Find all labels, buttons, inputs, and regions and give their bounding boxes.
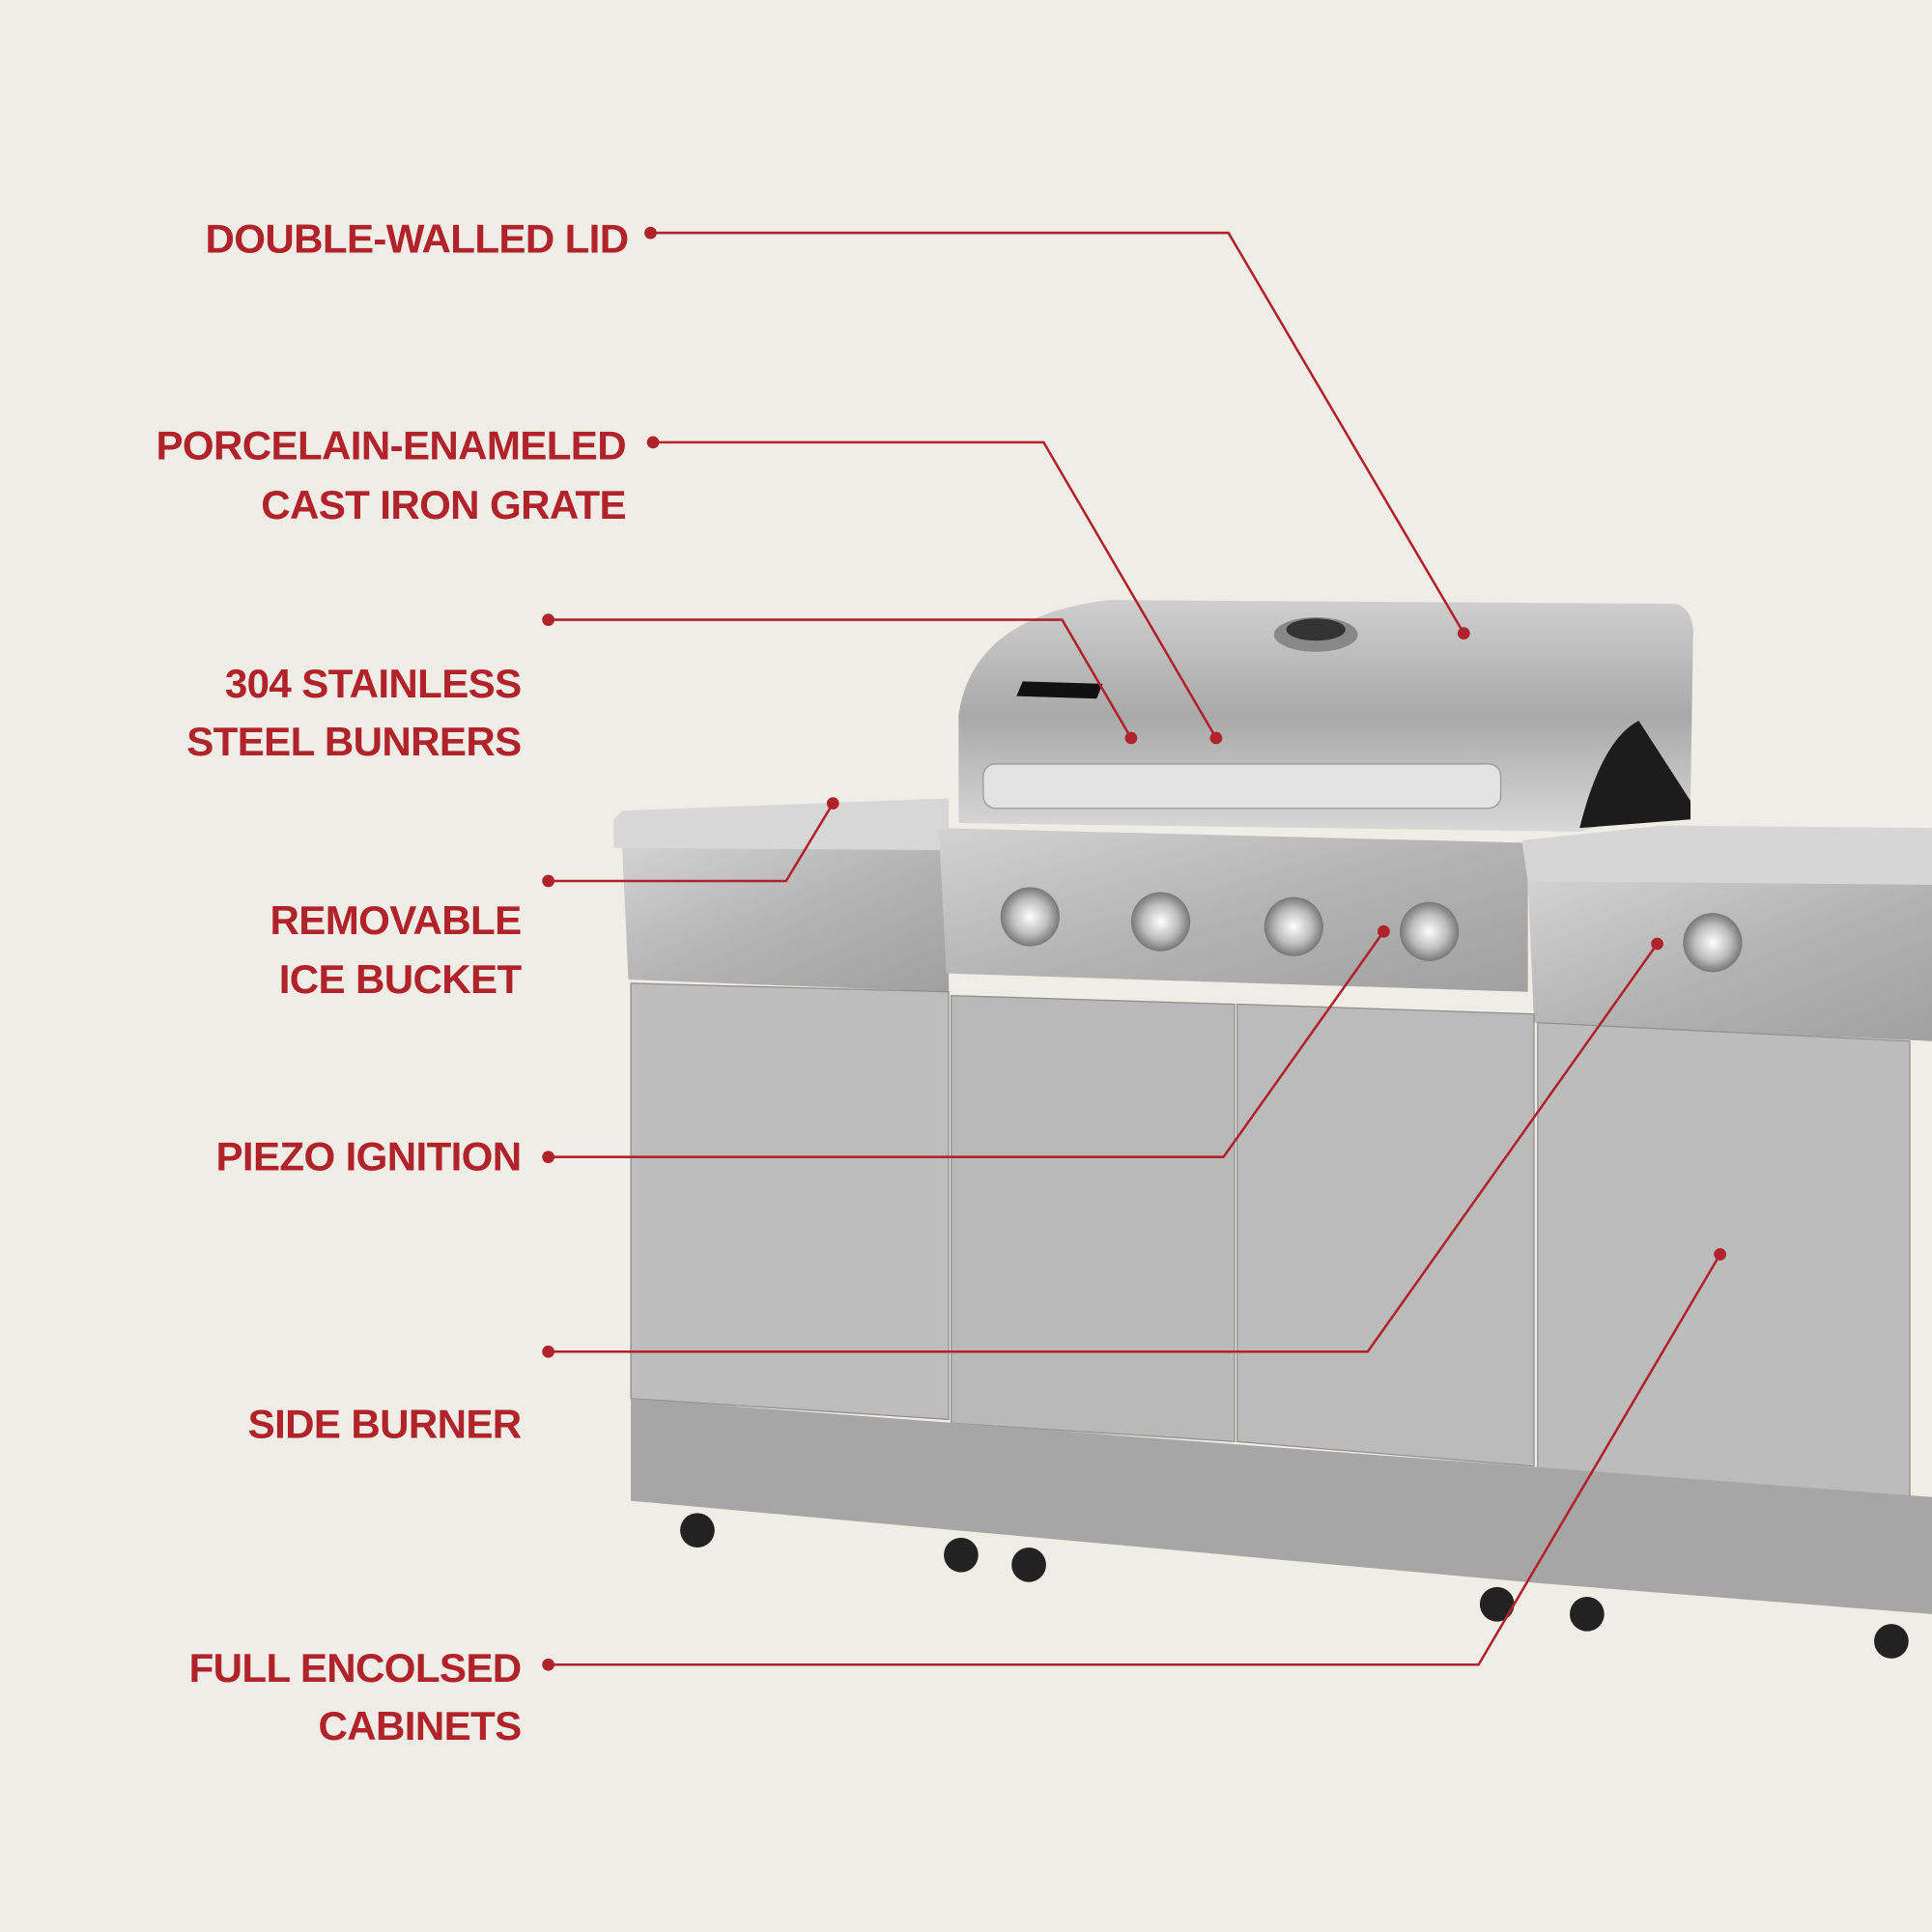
label-ice-bucket-line2: ICE BUCKET bbox=[279, 956, 523, 1002]
callout-lines bbox=[542, 226, 1726, 1671]
label-burners-line2: STEEL BUNRERS bbox=[186, 719, 521, 764]
burner-knobs[interactable] bbox=[1000, 887, 1743, 973]
label-cabinets-line1: FULL ENCOLSED bbox=[189, 1645, 522, 1690]
label-cabinets-line2: CABINETS bbox=[319, 1703, 522, 1748]
caster-wheels bbox=[680, 1513, 1909, 1659]
label-ice-bucket-line1: REMOVABLE bbox=[270, 897, 522, 943]
ice-bucket-module bbox=[622, 847, 950, 992]
label-grate-line1: PORCELAIN-ENAMELED bbox=[156, 423, 626, 469]
lid-handle[interactable] bbox=[982, 763, 1502, 810]
label-piezo-ignition: PIEZO IGNITION bbox=[216, 1134, 522, 1179]
control-panel bbox=[938, 828, 1528, 992]
cabinets[interactable] bbox=[630, 982, 1932, 1614]
label-burners-line1: 304 STAINLESS bbox=[225, 661, 522, 706]
label-grate-line2: CAST IRON GRATE bbox=[261, 482, 626, 527]
label-side-burner: SIDE BURNER bbox=[248, 1402, 522, 1447]
label-double-walled-lid: DOUBLE-WALLED LID bbox=[206, 215, 629, 261]
brand-logo bbox=[1016, 681, 1103, 699]
grill-image bbox=[613, 600, 1932, 1659]
